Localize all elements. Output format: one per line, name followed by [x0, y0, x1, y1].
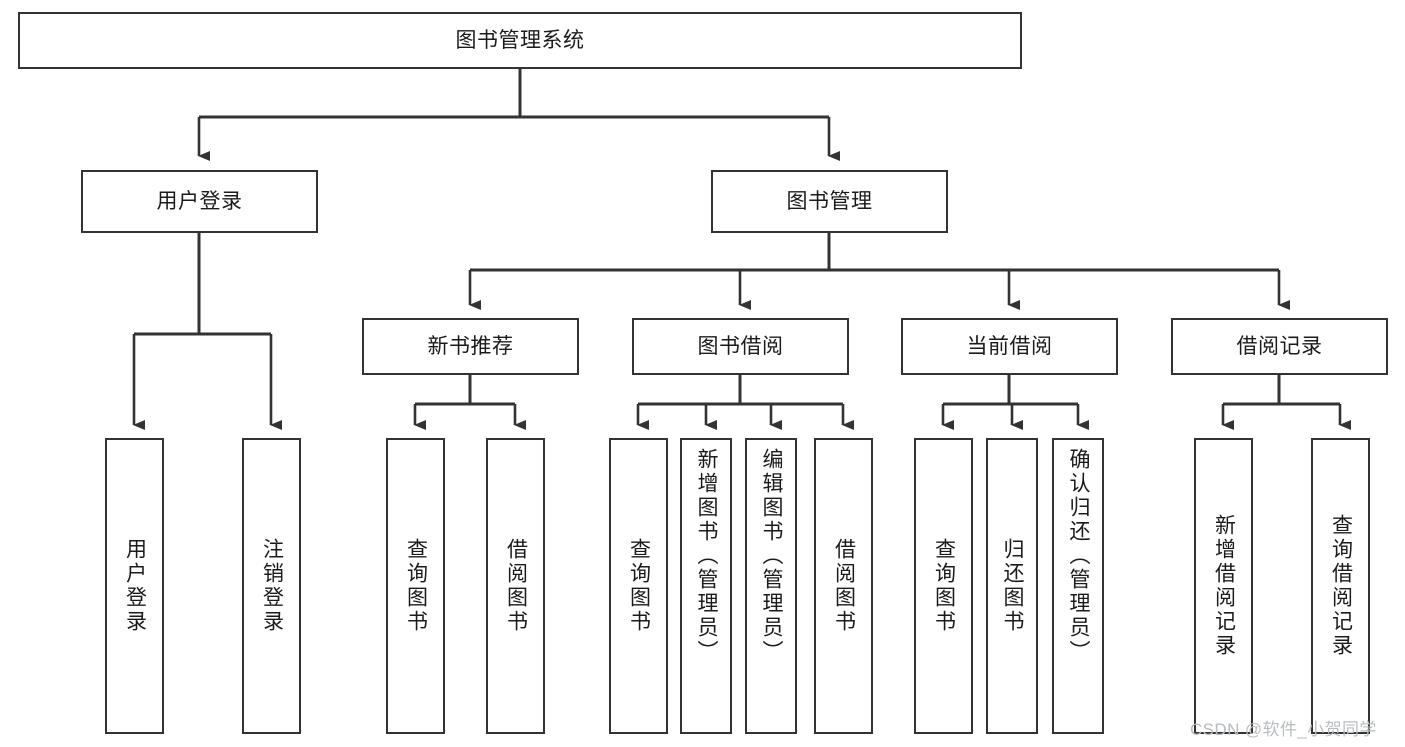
node-root[interactable]: 图书管理系统	[18, 12, 1022, 69]
node-leaf-borrow-book-recommend[interactable]: 借阅图书	[486, 438, 545, 734]
node-leaf-query-book-current[interactable]: 查询图书	[914, 438, 973, 734]
node-leaf-add-borrow-record-label: 新增借阅记录	[1212, 514, 1236, 658]
node-leaf-user-login[interactable]: 用户登录	[105, 438, 164, 734]
node-current-borrow-label: 当前借阅	[966, 334, 1053, 358]
node-leaf-query-book-borrow[interactable]: 查询图书	[609, 438, 668, 734]
node-leaf-logout-label: 注销登录	[260, 538, 284, 634]
node-leaf-query-book-current-label: 查询图书	[932, 538, 956, 634]
node-leaf-borrow-book-recommend-label: 借阅图书	[504, 538, 528, 634]
node-leaf-logout[interactable]: 注销登录	[242, 438, 301, 734]
node-new-book-recommend[interactable]: 新书推荐	[362, 318, 579, 375]
node-leaf-borrow-book-label: 借阅图书	[832, 538, 856, 634]
node-user-login-label: 用户登录	[156, 189, 243, 213]
node-leaf-confirm-return[interactable]: 确认归还（管理员）	[1052, 438, 1104, 734]
node-leaf-query-borrow-record-label: 查询借阅记录	[1329, 514, 1353, 658]
node-leaf-confirm-return-label: 确认归还（管理员）	[1067, 448, 1091, 664]
node-leaf-add-borrow-record[interactable]: 新增借阅记录	[1194, 438, 1253, 734]
node-leaf-user-login-label: 用户登录	[123, 538, 147, 634]
node-borrow-record[interactable]: 借阅记录	[1171, 318, 1388, 375]
node-leaf-query-borrow-record[interactable]: 查询借阅记录	[1311, 438, 1370, 734]
node-leaf-borrow-book[interactable]: 借阅图书	[814, 438, 873, 734]
node-leaf-edit-book-label: 编辑图书（管理员）	[760, 448, 784, 664]
node-book-management-label: 图书管理	[786, 189, 873, 213]
node-leaf-query-book-recommend[interactable]: 查询图书	[386, 438, 445, 734]
node-leaf-add-book-label: 新增图书（管理员）	[695, 448, 719, 664]
node-current-borrow[interactable]: 当前借阅	[901, 318, 1118, 375]
node-book-management[interactable]: 图书管理	[711, 170, 948, 233]
node-leaf-query-book-borrow-label: 查询图书	[627, 538, 651, 634]
node-leaf-add-book[interactable]: 新增图书（管理员）	[680, 438, 732, 734]
node-leaf-query-book-recommend-label: 查询图书	[404, 538, 428, 634]
node-user-login[interactable]: 用户登录	[81, 170, 318, 233]
node-leaf-edit-book[interactable]: 编辑图书（管理员）	[745, 438, 797, 734]
node-root-label: 图书管理系统	[455, 28, 585, 52]
node-book-borrow[interactable]: 图书借阅	[632, 318, 849, 375]
node-new-book-recommend-label: 新书推荐	[427, 334, 514, 358]
node-borrow-record-label: 借阅记录	[1236, 334, 1323, 358]
node-book-borrow-label: 图书借阅	[697, 334, 784, 358]
node-leaf-return-book[interactable]: 归还图书	[986, 438, 1038, 734]
node-leaf-return-book-label: 归还图书	[1001, 538, 1025, 634]
